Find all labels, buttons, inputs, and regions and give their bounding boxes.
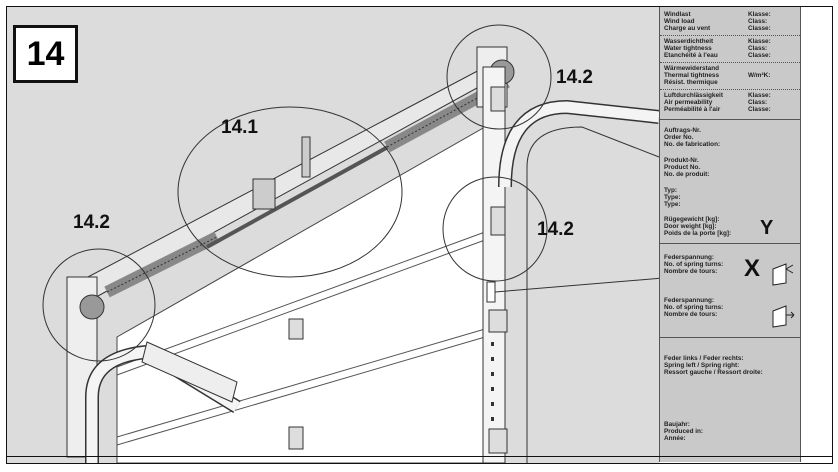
- magnifier-14-2-left: [42, 248, 156, 362]
- torsion-spring-left: [104, 231, 220, 298]
- step-number-box: 14: [13, 25, 78, 83]
- torsion-shaft: [206, 140, 398, 249]
- magnifier-14-2-top: [446, 24, 552, 130]
- spring-direction-icon-1: [772, 263, 794, 286]
- callout-14-2-top: 14.2: [556, 67, 593, 88]
- bottom-rule: [7, 456, 832, 457]
- magnifier-14-2-mid: [442, 176, 548, 282]
- type-label: Typ:Type:Type:: [664, 187, 681, 209]
- production-year-label: Baujahr:Produced in:Année:: [664, 421, 704, 443]
- label-leader-line: [494, 276, 676, 293]
- callout-14-2-mid: 14.2: [537, 219, 574, 240]
- door-weight-label: Rügegewicht [kg]:Door weight [kg]:Poids …: [664, 216, 732, 238]
- callout-14-2-left: 14.2: [73, 212, 110, 233]
- weight-mark: Y: [760, 217, 774, 239]
- spring-direction-icon-2: [772, 305, 795, 328]
- thermal-unit: W/m²K:: [748, 72, 771, 79]
- order-number-label: Auftrags-Nr.Order No.No. de fabrication:: [664, 127, 721, 149]
- spring-turns-label-1: Federspannung:No. of spring turns:Nombre…: [664, 254, 724, 276]
- wind-load-class: Klasse:Class:Classe:: [748, 11, 771, 33]
- water-tightness-class: Klasse:Class:Classe:: [748, 38, 771, 60]
- spring-turns-label-2: Federspannung:No. of spring turns:Nombre…: [664, 297, 724, 319]
- spring-side-label: Feder links / Feder rechts:Spring left /…: [664, 355, 763, 377]
- product-number-label: Produkt-Nr.Product No.No. de produit:: [664, 157, 710, 179]
- spring-turns-mark: X: [744, 255, 761, 282]
- air-permeability-class: Klasse:Class:Classe:: [748, 92, 771, 114]
- center-bearing: [252, 178, 276, 210]
- callout-14-1: 14.1: [221, 117, 258, 138]
- door-assembly-drawing: [7, 7, 676, 463]
- magnifier-14-1: [177, 106, 403, 278]
